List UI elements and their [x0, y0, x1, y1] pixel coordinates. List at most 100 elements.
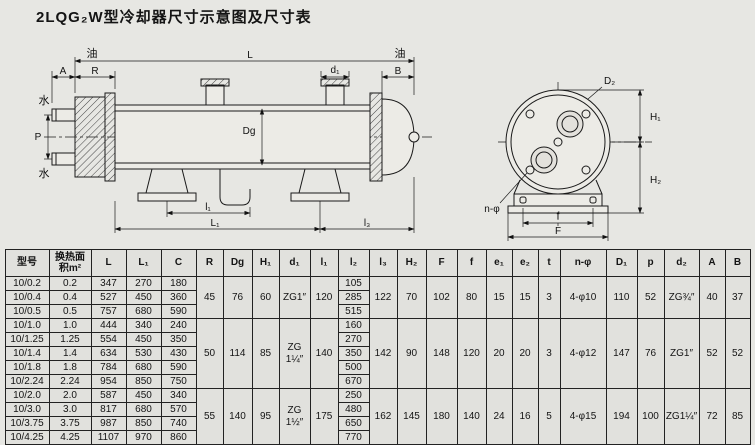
group-shared-cell: 4-φ10 — [559, 276, 607, 319]
value-cell: 160 — [337, 318, 370, 333]
column-header: A — [698, 249, 726, 277]
oil-label-right: 油 — [395, 46, 406, 60]
base-slot — [589, 196, 597, 204]
value-cell: 340 — [125, 318, 162, 333]
bolt-hole — [525, 109, 535, 119]
water-nozzle-bottom — [55, 152, 76, 166]
model-cell: 10/1.0 — [4, 318, 50, 333]
group-shared-cell: 140 — [309, 318, 339, 389]
bolt-hole — [581, 109, 591, 119]
group-shared-cell: 140 — [222, 388, 253, 445]
model-cell: 10/1.25 — [4, 332, 50, 347]
dim-label-d1: d₁ — [331, 65, 341, 76]
value-cell: 850 — [125, 416, 162, 431]
column-header: l₂ — [337, 249, 370, 277]
oil-port-circle-upper — [556, 110, 584, 138]
group-shared-cell: 162 — [368, 388, 398, 445]
value-cell: 450 — [125, 290, 162, 305]
group-shared-cell: 85 — [724, 388, 751, 445]
value-cell: 444 — [90, 318, 127, 333]
column-header: H₁ — [251, 249, 280, 277]
cooler-end-view — [498, 82, 652, 227]
group-shared-cell: 4-φ15 — [559, 388, 607, 445]
technical-drawing: 油 油 水 水 P A R L d₁ B Dg l₁ L₁ l₃ H₁ H₂ D… — [0, 27, 755, 247]
group-shared-cell: 142 — [368, 318, 398, 389]
value-cell: 340 — [160, 388, 197, 403]
value-cell: 817 — [90, 402, 127, 417]
group-shared-cell: ZG1″ — [278, 276, 311, 319]
dim-label-P: P — [35, 132, 42, 143]
dim-label-H2: H₂ — [650, 175, 661, 186]
group-shared-cell: 95 — [251, 388, 280, 445]
group-shared-cell: 55 — [195, 388, 224, 445]
dim-label-D2: D₂ — [604, 76, 615, 87]
value-cell: 860 — [160, 430, 197, 445]
shell-body — [114, 104, 371, 170]
value-cell: 554 — [90, 332, 127, 347]
column-header: L₁ — [125, 249, 162, 277]
model-cell: 10/1.4 — [4, 346, 50, 361]
group-shared-cell: 20 — [485, 318, 513, 389]
value-cell: 3.75 — [48, 416, 92, 431]
group-shared-cell: 40 — [698, 276, 726, 319]
cooler-side-view — [44, 78, 432, 206]
model-cell: 10/4.25 — [4, 430, 50, 445]
value-cell: 480 — [337, 402, 370, 417]
value-cell: 784 — [90, 360, 127, 375]
value-cell: 0.2 — [48, 276, 92, 291]
group-shared-cell: 50 — [195, 318, 224, 389]
value-cell: 970 — [125, 430, 162, 445]
foot-left — [145, 168, 189, 194]
oil-port-left — [205, 84, 225, 106]
group-shared-cell: 52 — [724, 318, 751, 389]
group-shared-cell: 4-φ12 — [559, 318, 607, 389]
model-cell: 10/3.75 — [4, 416, 50, 431]
group-shared-cell: 180 — [425, 388, 458, 445]
dim-label-L: L — [247, 50, 253, 61]
column-header: d₁ — [278, 249, 311, 277]
value-cell: 4.25 — [48, 430, 92, 445]
end-view-dimensions — [499, 86, 644, 241]
value-cell: 270 — [337, 332, 370, 347]
oil-port-circle-lower — [530, 146, 558, 174]
end-cover-outer — [505, 89, 611, 195]
column-header: l₁ — [309, 249, 339, 277]
page-title: 2LQG₂W型冷却器尺寸示意图及尺寸表 — [36, 9, 312, 26]
dim-label-f: f — [557, 211, 560, 222]
value-cell: 987 — [90, 416, 127, 431]
group-shared-cell: 52 — [698, 318, 726, 389]
group-shared-cell: 120 — [309, 276, 339, 319]
column-header: f — [456, 249, 487, 277]
base-slot — [519, 196, 527, 204]
group-shared-cell: 3 — [537, 318, 561, 389]
dim-label-F: F — [555, 226, 561, 237]
value-cell: 3.0 — [48, 402, 92, 417]
group-shared-cell: 52 — [636, 276, 665, 319]
model-cell: 10/1.8 — [4, 360, 50, 375]
column-header: Dg — [222, 249, 253, 277]
side-view-dimensions — [44, 57, 415, 233]
model-cell: 10/0.2 — [4, 276, 50, 291]
value-cell: 770 — [337, 430, 370, 445]
group-shared-cell: 20 — [511, 318, 539, 389]
group-shared-cell: 76 — [222, 276, 253, 319]
value-cell: 250 — [337, 388, 370, 403]
column-header: 换热面 积m² — [48, 249, 92, 277]
group-shared-cell: 45 — [195, 276, 224, 319]
group-shared-cell: 100 — [636, 388, 665, 445]
column-header: D₁ — [605, 249, 638, 277]
model-cell: 10/0.4 — [4, 290, 50, 305]
group-shared-cell: 145 — [396, 388, 427, 445]
column-header: B — [724, 249, 751, 277]
left-flange — [104, 92, 116, 182]
drain-bracket — [219, 169, 251, 206]
value-cell: 680 — [125, 360, 162, 375]
value-cell: 500 — [337, 360, 370, 375]
water-label-top: 水 — [39, 94, 50, 107]
column-header: e₂ — [511, 249, 539, 277]
